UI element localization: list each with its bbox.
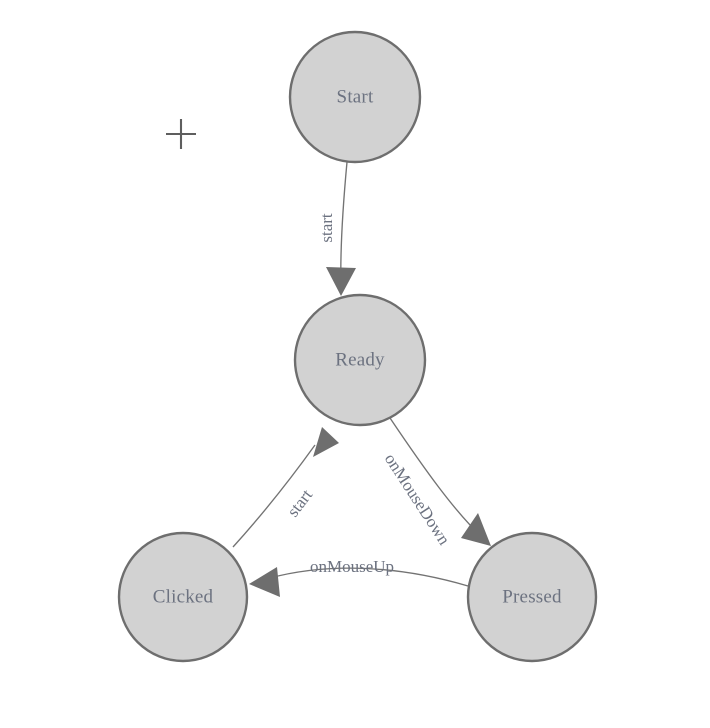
arrow-head: [249, 567, 280, 597]
edge-label-start-to-ready: start: [317, 213, 336, 243]
node-pressed[interactable]: Pressed: [466, 531, 598, 663]
edge-ready-to-pressed[interactable]: onMouseDown: [381, 417, 491, 549]
edge-label-pressed-to-clicked: onMouseUp: [310, 557, 394, 576]
node-label-clicked: Clicked: [153, 586, 214, 607]
edge-label-ready-to-pressed: onMouseDown: [381, 450, 454, 549]
node-label-start: Start: [337, 86, 374, 107]
arrow-head: [326, 267, 356, 296]
edge-line: [340, 161, 348, 287]
node-label-ready: Ready: [335, 349, 385, 370]
arrow-head: [313, 427, 339, 457]
edge-start-to-ready[interactable]: start: [317, 161, 356, 296]
node-label-pressed: Pressed: [502, 586, 562, 607]
arrow-head: [461, 513, 491, 546]
crosshair-icon: [166, 119, 196, 149]
node-shape: [117, 531, 249, 663]
node-shape: [288, 30, 422, 164]
edge-label-clicked-to-ready: start: [283, 485, 316, 520]
node-start[interactable]: Start: [288, 30, 422, 164]
edge-line: [269, 567, 469, 587]
node-ready[interactable]: Ready: [293, 293, 427, 427]
node-clicked[interactable]: Clicked: [117, 531, 249, 663]
node-shape: [293, 293, 427, 427]
edge-clicked-to-ready[interactable]: start: [232, 427, 339, 548]
edge-line: [232, 444, 316, 548]
node-shape: [466, 531, 598, 663]
edge-pressed-to-clicked[interactable]: onMouseUp: [249, 557, 469, 597]
